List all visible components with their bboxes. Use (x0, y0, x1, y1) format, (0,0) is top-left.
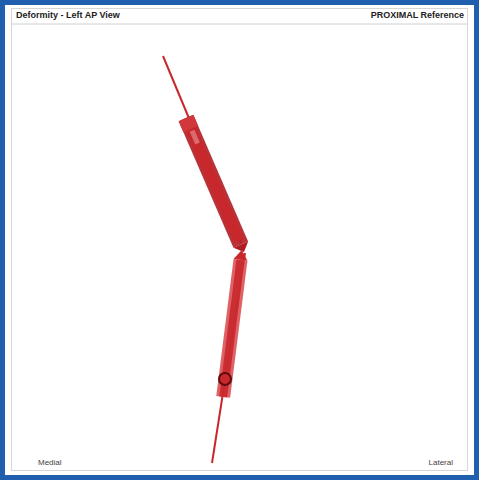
distal-axis (212, 253, 245, 463)
view-title: Deformity - Left AP View (16, 10, 120, 20)
header-rule (12, 24, 467, 25)
reference-label: PROXIMAL Reference (371, 10, 464, 20)
distal-segment (216, 249, 248, 398)
pivot-marker (219, 373, 231, 385)
side-label: Lateral (429, 458, 453, 467)
side-label: Medial (38, 458, 62, 467)
proximal-segment (179, 115, 252, 255)
